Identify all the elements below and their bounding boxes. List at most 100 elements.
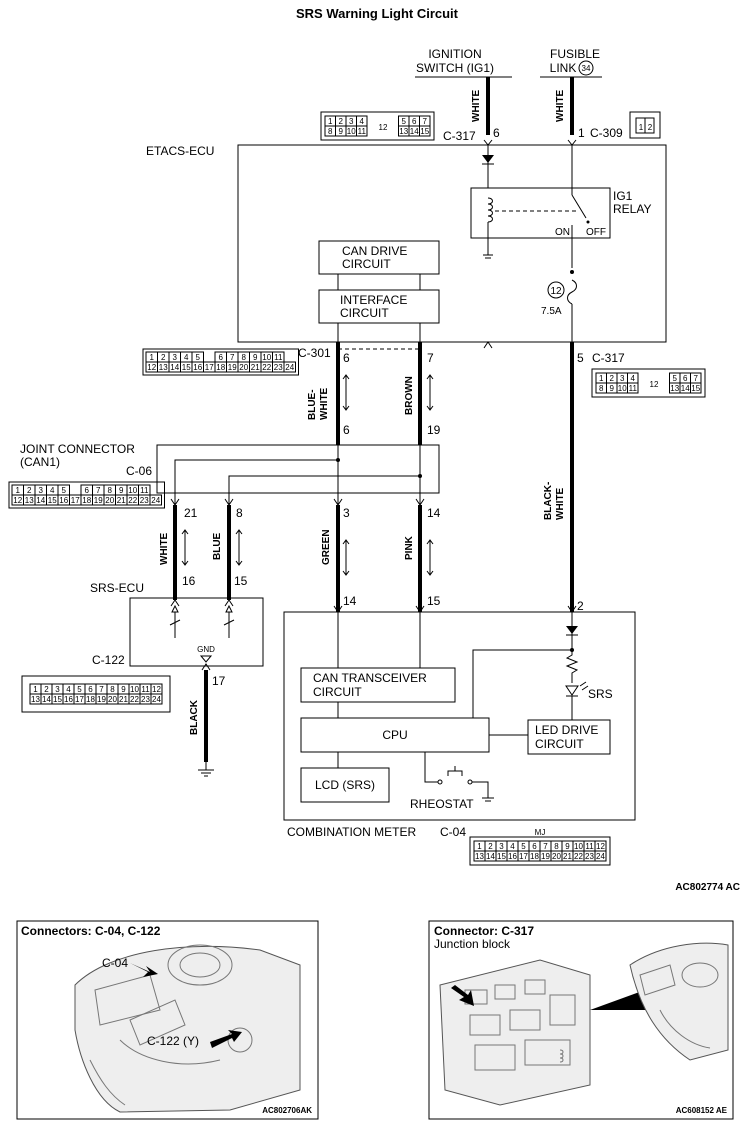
- fuse-icon: 12 7.5A: [541, 270, 577, 342]
- connector-pin-label: 13: [25, 496, 34, 505]
- svg-text:SWITCH (IG1): SWITCH (IG1): [416, 61, 494, 75]
- svg-text:7.5A: 7.5A: [541, 306, 562, 317]
- connector-pin-label: 13: [475, 852, 484, 861]
- connector-pin-label: 3: [55, 685, 60, 694]
- ignition-switch-label: IGNITION SWITCH (IG1): [415, 47, 512, 78]
- connector-pin-label: 16: [508, 852, 517, 861]
- svg-text:WHITE: WHITE: [319, 387, 330, 420]
- left-panel-c04: C-04: [102, 956, 128, 970]
- connector-pin-label: 6: [683, 374, 688, 383]
- junction-block-photo: [439, 959, 591, 1106]
- connector-pin-label: 6: [85, 486, 90, 495]
- svg-text:RELAY: RELAY: [613, 202, 651, 216]
- arrow-c04: [130, 963, 158, 977]
- connector-pin-label: 6: [88, 685, 93, 694]
- connector-pin-label: 2: [339, 117, 344, 126]
- connector-pin-label: 9: [253, 353, 258, 362]
- pin-can-h-c301: 6: [343, 351, 350, 365]
- connector-pin-label: 11: [585, 842, 594, 851]
- can-transceiver-label-1: CAN TRANSCEIVER: [313, 671, 427, 685]
- connector-pin-label: 15: [48, 496, 57, 505]
- connector-pin-label: 19: [228, 363, 237, 372]
- cpu-label: CPU: [382, 728, 407, 742]
- interface-circuit-box: [318, 289, 440, 324]
- connector-pin-label: 23: [585, 852, 594, 861]
- connector-pin-label: 5: [521, 842, 526, 851]
- pin-srs-gnd: 17: [212, 674, 226, 688]
- pin-meter-l: 15: [427, 594, 441, 608]
- svg-text:BLUE-: BLUE-: [307, 389, 318, 420]
- pin-out-c317: 5: [577, 351, 584, 365]
- connector-center-label: 12: [650, 380, 659, 389]
- connector-pin-label: 8: [599, 384, 604, 393]
- connector-pin-label: 21: [251, 363, 260, 372]
- pin-jc-srs-l: 8: [236, 506, 243, 520]
- connector-pin-label: 9: [565, 842, 570, 851]
- connector-pin-label: 18: [216, 363, 225, 372]
- wire-color-white-ig: WHITE: [471, 89, 482, 122]
- pin-meter-pwr: 2: [577, 599, 584, 613]
- connector-pin-label: 5: [77, 685, 82, 694]
- relay-switch-icon: ON OFF: [555, 145, 606, 268]
- can-transceiver-label-2: CIRCUIT: [313, 685, 362, 699]
- svg-text:GREEN: GREEN: [321, 529, 332, 565]
- connector-pin-label: 21: [117, 496, 126, 505]
- connector-pin-label: 2: [161, 353, 166, 362]
- connector-pin-label: 1: [33, 685, 38, 694]
- connector-pin-label: 4: [50, 486, 55, 495]
- connector-pin-label: 5: [196, 353, 201, 362]
- svg-text:OFF: OFF: [586, 227, 606, 238]
- connector-pin-label: 11: [140, 486, 149, 495]
- connector-pin-label: 10: [574, 842, 583, 851]
- pin-jc-srs-h: 21: [184, 506, 198, 520]
- connector-pin-label: 23: [141, 695, 150, 704]
- connector-pin-label: 3: [499, 842, 504, 851]
- connector-pin-label: 20: [108, 695, 117, 704]
- connector-pin-label: 8: [554, 842, 559, 851]
- connector-pin-label: 14: [36, 496, 45, 505]
- connector-c04-label: C-04: [440, 825, 466, 839]
- connector-pin-label: 24: [151, 496, 160, 505]
- right-panel-subtitle: Junction block: [434, 937, 511, 951]
- connector-pin-label: 7: [230, 353, 235, 362]
- connector-pin-label: 21: [563, 852, 572, 861]
- pin-srs-h: 16: [182, 574, 196, 588]
- connector-pin-label: 22: [262, 363, 271, 372]
- wire-color-black-white: BLACK- WHITE: [543, 482, 566, 520]
- connector-pin-label: 9: [339, 127, 344, 136]
- connector-pin-label: 1: [150, 353, 155, 362]
- dashboard-photo-left: [74, 944, 301, 1113]
- connector-pin-label: 5: [62, 486, 67, 495]
- diode-icon: [482, 145, 494, 188]
- connector-pin-label: 6: [219, 353, 224, 362]
- svg-text:GND: GND: [197, 645, 215, 654]
- connector-pin-label: 15: [182, 363, 191, 372]
- srs-ecu-box: [129, 597, 264, 667]
- connector-pin-label: 3: [349, 117, 354, 126]
- connector-pin-label: 24: [285, 363, 294, 372]
- svg-text:BLACK-: BLACK-: [543, 482, 554, 520]
- relay-coil-icon: [483, 197, 578, 259]
- pin-meter-h: 14: [343, 594, 357, 608]
- ig1-relay-label: IG1 RELAY: [613, 189, 651, 216]
- can-drive-circuit-box: [318, 240, 440, 275]
- connector-pin-label: 24: [596, 852, 605, 861]
- connector-pin-label: 16: [59, 496, 68, 505]
- connector-pin-label: 4: [184, 353, 189, 362]
- svg-text:PINK: PINK: [404, 535, 415, 560]
- connector-pin-label: 13: [159, 363, 168, 372]
- connector-pin-label: 9: [121, 685, 126, 694]
- diagram-title: SRS Warning Light Circuit: [296, 6, 459, 21]
- connector-pin-label: 17: [71, 496, 80, 505]
- connector-c301-label: C-301: [298, 346, 331, 360]
- connector-pin-label: 7: [423, 117, 428, 126]
- connector-pin-label: 21: [119, 695, 128, 704]
- connector-pin-label: 14: [681, 384, 690, 393]
- connector-pin-label: 22: [130, 695, 139, 704]
- connector-c317-label-2: C-317: [592, 351, 625, 365]
- svg-text:LINK: LINK: [550, 61, 577, 75]
- signal-arrows-lower: [181, 529, 434, 576]
- connector-pin-label: 15: [497, 852, 506, 861]
